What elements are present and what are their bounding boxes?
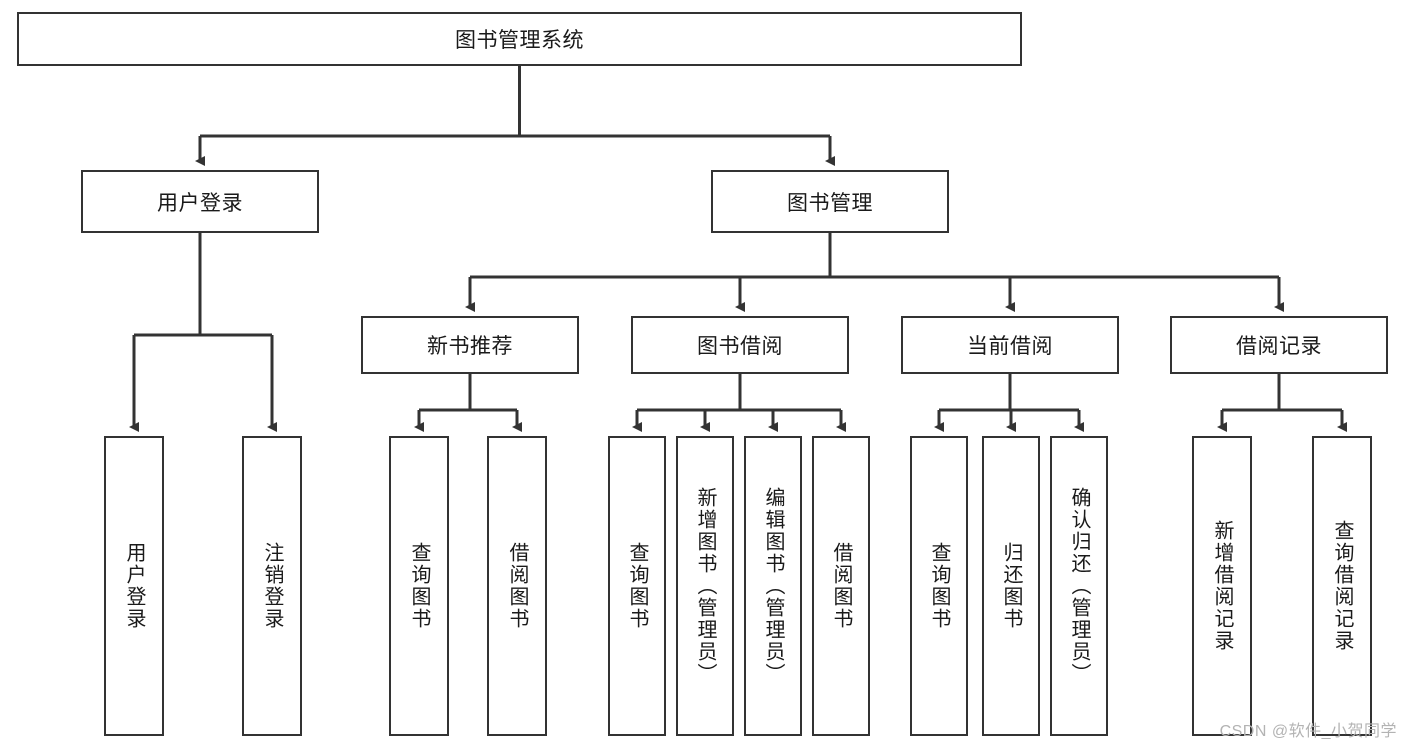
node-l3-edit-book-admin[interactable]: 编辑图书（管理员）	[744, 436, 802, 736]
edge-bus-l2-current-borrow	[939, 374, 1079, 412]
node-label: 归还图书	[1000, 542, 1022, 630]
edge-bus-root	[200, 66, 830, 138]
node-l3-query-borrow-record[interactable]: 查询借阅记录	[1312, 436, 1372, 736]
node-label: 确认归还（管理员）	[1068, 487, 1090, 685]
node-l3-return-book[interactable]: 归还图书	[982, 436, 1040, 736]
node-label: 新增借阅记录	[1211, 520, 1233, 652]
node-l3-confirm-return-admin[interactable]: 确认归还（管理员）	[1050, 436, 1108, 736]
node-label: 注销登录	[261, 542, 283, 630]
node-label: 借阅图书	[506, 542, 528, 630]
node-label: 查询借阅记录	[1331, 520, 1353, 652]
node-l3-add-borrow-record[interactable]: 新增借阅记录	[1192, 436, 1252, 736]
node-l2-book-borrow[interactable]: 图书借阅	[631, 316, 849, 374]
node-label: 查询图书	[928, 542, 950, 630]
node-l3-borrow-book-a[interactable]: 借阅图书	[487, 436, 547, 736]
node-l1-book-manage[interactable]: 图书管理	[711, 170, 949, 233]
edge-bus-l1-user-login	[134, 233, 272, 337]
node-label: 当前借阅	[967, 335, 1053, 358]
node-l1-user-login[interactable]: 用户登录	[81, 170, 319, 233]
edge-bus-l2-borrow-record	[1222, 374, 1342, 412]
node-label: 借阅记录	[1236, 335, 1322, 358]
node-label: 查询图书	[408, 542, 430, 630]
node-l3-query-book-b[interactable]: 查询图书	[608, 436, 666, 736]
node-l3-borrow-book-b[interactable]: 借阅图书	[812, 436, 870, 736]
edge-bus-l2-new-book-rec	[419, 374, 517, 412]
node-label: 用户登录	[157, 191, 243, 215]
node-label: 图书管理系统	[455, 29, 584, 52]
node-l2-new-book-rec[interactable]: 新书推荐	[361, 316, 579, 374]
node-label: 图书管理	[787, 191, 873, 215]
node-label: 新增图书（管理员）	[694, 487, 716, 685]
node-label: 新书推荐	[427, 335, 513, 358]
node-l3-logout-leaf[interactable]: 注销登录	[242, 436, 302, 736]
node-label: 图书借阅	[697, 335, 783, 358]
node-l3-query-book-c[interactable]: 查询图书	[910, 436, 968, 736]
watermark: CSDN @软件_小贺同学	[1219, 723, 1397, 740]
node-label: 借阅图书	[830, 542, 852, 630]
node-l3-query-book-a[interactable]: 查询图书	[389, 436, 449, 736]
node-label: 查询图书	[626, 542, 648, 630]
edge-bus-l2-book-borrow	[637, 374, 841, 412]
node-label: 用户登录	[123, 542, 145, 630]
node-l3-add-book-admin[interactable]: 新增图书（管理员）	[676, 436, 734, 736]
node-l3-user-login-leaf[interactable]: 用户登录	[104, 436, 164, 736]
node-l2-borrow-record[interactable]: 借阅记录	[1170, 316, 1388, 374]
node-root[interactable]: 图书管理系统	[17, 12, 1022, 66]
node-label: 编辑图书（管理员）	[762, 487, 784, 685]
node-l2-current-borrow[interactable]: 当前借阅	[901, 316, 1119, 374]
edge-bus-l1-book-manage	[470, 233, 1279, 279]
